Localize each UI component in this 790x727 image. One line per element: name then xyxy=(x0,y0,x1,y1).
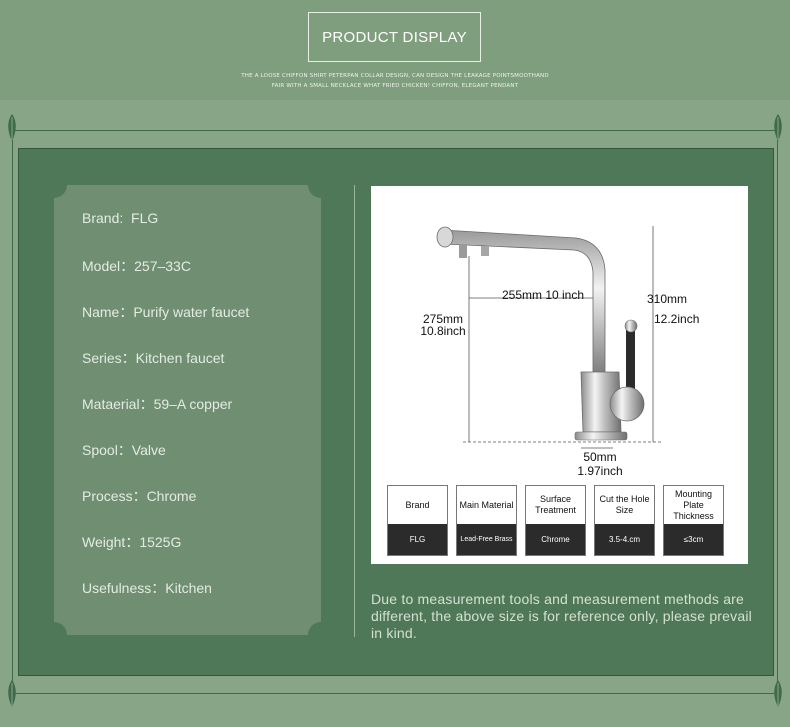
spec-name: Name：Purify water faucet xyxy=(82,304,250,320)
leaf-ornament-icon xyxy=(8,114,16,141)
left-border-line xyxy=(12,130,13,694)
height-mm-label: 275mm xyxy=(422,312,463,326)
attribute-value: Chrome xyxy=(526,524,585,555)
spout-length-label: 255mm 10 inch xyxy=(501,288,585,302)
spec-material: Mataerial：59–A copper xyxy=(82,396,233,412)
attribute-label: Brand xyxy=(405,499,430,510)
card-corner-notch xyxy=(308,622,334,648)
spec-process: Process：Chrome xyxy=(82,488,197,504)
spec-model: Model：257–33C xyxy=(82,258,191,274)
product-display-title: PRODUCT DISPLAY xyxy=(308,12,481,62)
spec-spool: Spool：Valve xyxy=(82,442,166,458)
base-inch-label: 1.97inch xyxy=(577,464,623,478)
attribute-value: 3.5-4.cm xyxy=(595,524,654,555)
spec-brand: Brand: FLG xyxy=(82,210,159,226)
attribute-label: Cut the Hole Size xyxy=(599,494,650,515)
header: PRODUCT DISPLAY THE A LOOSE CHIFFON SHIR… xyxy=(0,0,790,100)
attribute-box-surface: Surface Treatment Chrome xyxy=(525,485,586,556)
total-height-mm-label: 310mm xyxy=(647,292,688,306)
attribute-label: Mounting Plate Thickness xyxy=(673,488,714,521)
attribute-box-material: Main Material Lead-Free Brass xyxy=(456,485,517,556)
right-border-line xyxy=(777,130,778,694)
attribute-box-plate-thickness: Mounting Plate Thickness ≤3cm xyxy=(663,485,724,556)
card-corner-notch xyxy=(41,622,67,648)
faucet-drawing-icon xyxy=(436,226,661,449)
height-inch-label: 10.8inch xyxy=(420,324,466,338)
attribute-value: FLG xyxy=(388,524,447,555)
attribute-label: Surface Treatment xyxy=(535,494,576,515)
measurement-disclaimer: Due to measurement tools and measurement… xyxy=(371,591,752,641)
attribute-box-brand: Brand FLG xyxy=(387,485,448,556)
spec-series: Series：Kitchen faucet xyxy=(82,350,225,366)
attribute-value: Lead-Free Brass xyxy=(457,524,516,555)
spec-usefulness: Usefulness：Kitchen xyxy=(82,580,212,596)
attribute-box-hole-size: Cut the Hole Size 3.5-4.cm xyxy=(594,485,655,556)
spec-card xyxy=(41,172,334,648)
attribute-label: Main Material xyxy=(459,499,514,510)
top-border-line xyxy=(14,130,776,131)
card-corner-notch xyxy=(41,172,67,198)
header-subtitle-line2: FAIR WITH A SMALL NECKLACE WHAT FRIED CH… xyxy=(271,83,519,89)
attribute-value: ≤3cm xyxy=(664,524,723,555)
vertical-divider xyxy=(354,185,355,637)
leaf-ornament-icon xyxy=(774,680,782,707)
spec-weight: Weight：1525G xyxy=(82,534,182,550)
bottom-border-line xyxy=(14,693,776,694)
card-corner-notch xyxy=(308,172,334,198)
header-subtitle-line1: THE A LOOSE CHIFFON SHIRT PETERPAN COLLA… xyxy=(241,73,549,79)
total-height-inch-label: 12.2inch xyxy=(654,312,700,326)
leaf-ornament-icon xyxy=(8,680,16,707)
base-mm-label: 50mm xyxy=(583,450,617,464)
leaf-ornament-icon xyxy=(774,114,782,141)
